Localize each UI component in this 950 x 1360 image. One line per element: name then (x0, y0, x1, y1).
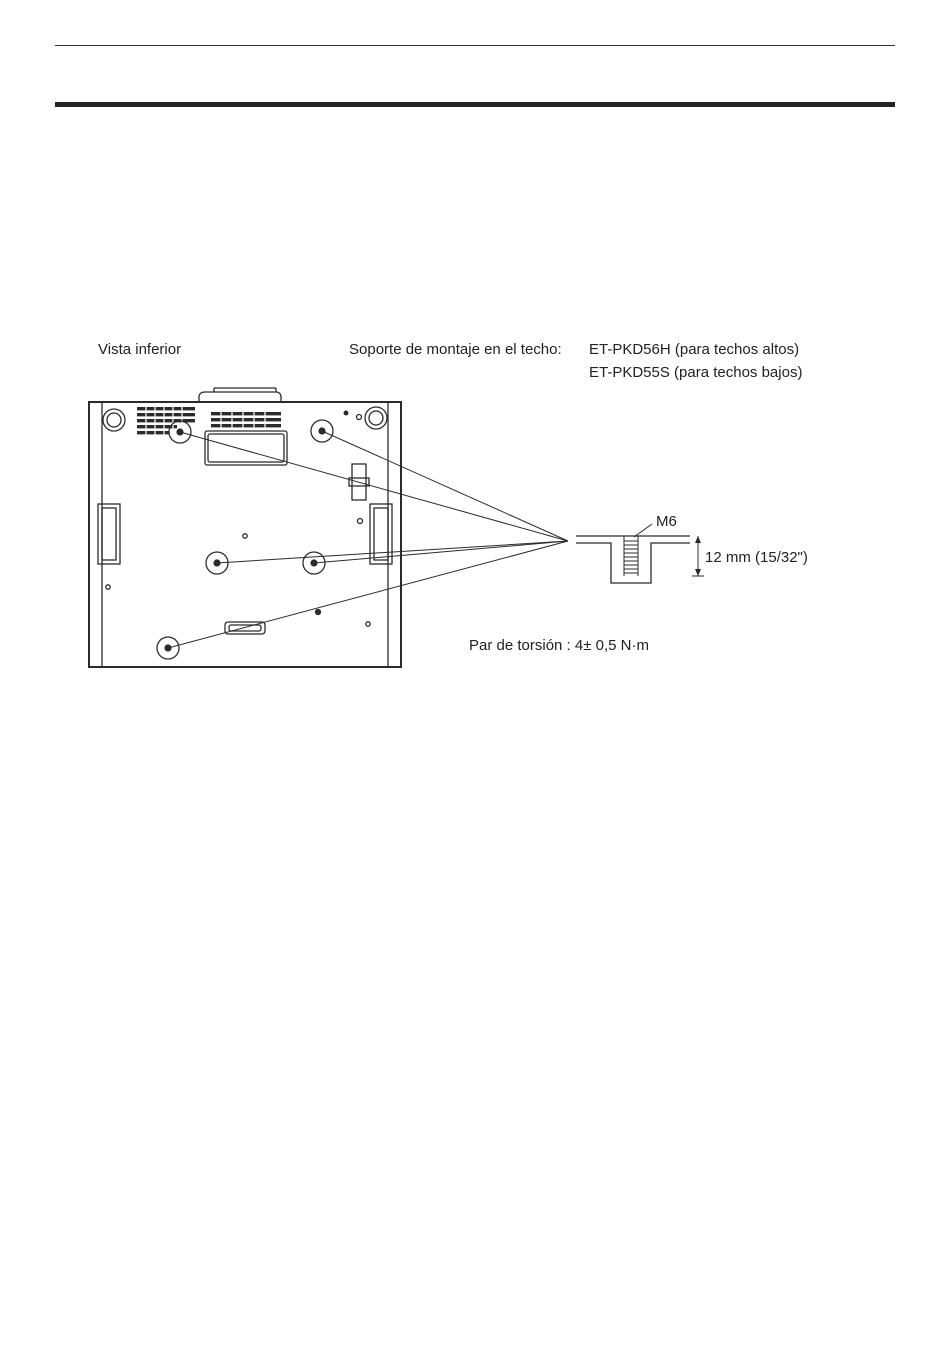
bottom-panel (205, 431, 287, 465)
depth-label: 12 mm (15/32") (705, 549, 808, 566)
foot-top-right (365, 407, 387, 429)
leader-line-4 (314, 541, 568, 563)
foot-top-left (103, 409, 125, 431)
screw-hole-section (576, 536, 690, 583)
depth-dimension (692, 536, 704, 576)
lens-housing-top (199, 392, 281, 402)
m6-leader (634, 524, 652, 537)
side-handle-right (370, 504, 392, 564)
leader-line-5 (168, 541, 568, 648)
m6-label: M6 (656, 513, 677, 530)
side-handle-left (98, 504, 120, 564)
